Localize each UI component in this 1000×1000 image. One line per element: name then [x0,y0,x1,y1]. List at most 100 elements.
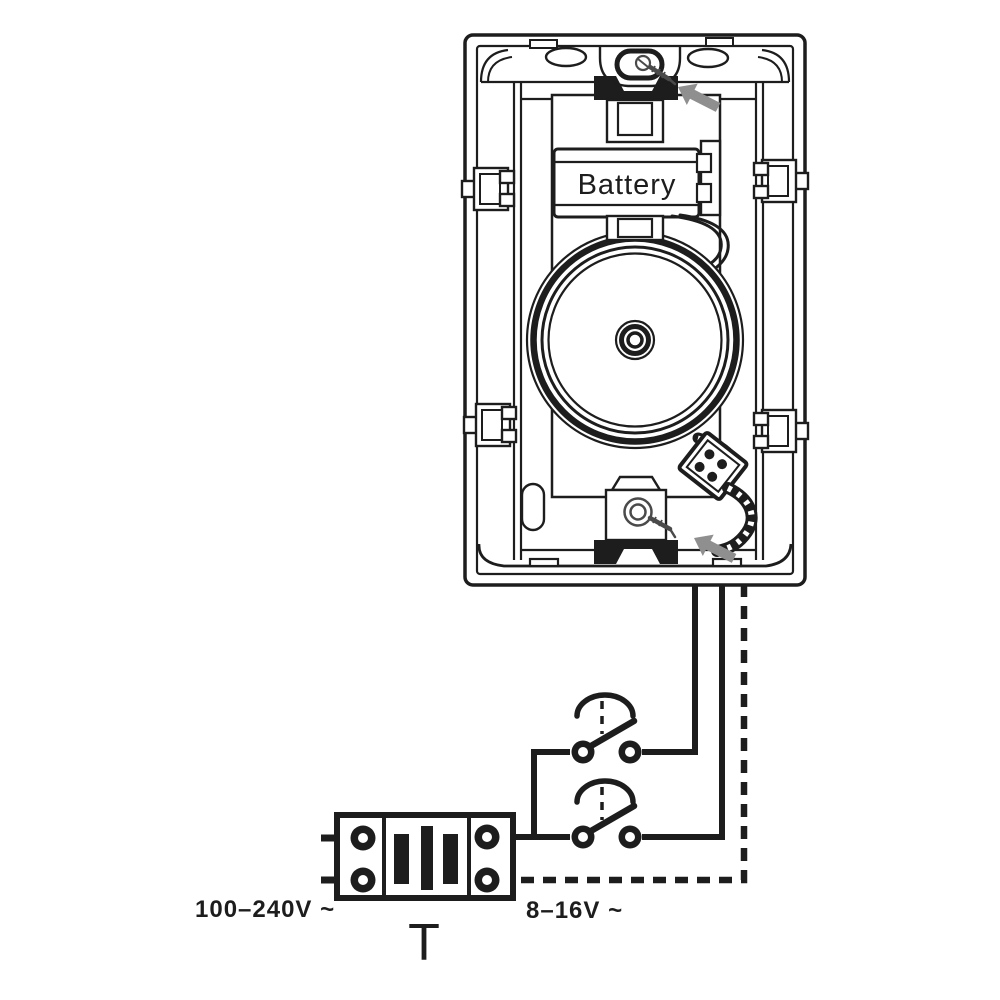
enclosure-outer-wall [463,33,807,587]
button-1-branch-wire [531,749,570,840]
terminal-dot-3 [694,461,705,472]
battery-terminal-lower [695,182,713,204]
keyhole-slot [614,48,665,81]
gong-top-mount-inner [616,217,654,239]
clip-inner [479,173,501,205]
bottom-foot-left [528,557,560,568]
bottom-screw-head-outer [623,497,653,527]
button-1-lever [580,717,638,754]
battery-terminal-upper [695,152,713,174]
primary-terminal-bottom-center [358,875,368,885]
enclosure [463,33,807,587]
core-bar-left [394,834,409,884]
gong-rim-outer [525,230,745,450]
circuit: 100–240V ~ T 8–16V ~ [195,584,748,972]
primary-terminal-top-center [358,833,368,843]
clip-right-top [752,158,810,204]
clip-inner [767,415,789,447]
clip-right-bottom [752,408,810,454]
hub-ring-center [626,331,644,349]
top-screw-slot [637,58,649,68]
terminal-dot-1 [704,449,715,460]
button-2-cap-arc [574,778,636,805]
mounting-slot-right [686,47,730,69]
top-edge-tab-right [705,37,734,47]
doorbell-unit: Battery [460,33,810,587]
terminal-dot-2 [717,459,728,470]
inner-corner-arc-top-right [761,48,791,83]
bottom-bracket-notch [616,549,660,564]
transformer [321,812,516,901]
gong-ring-inner [547,252,723,428]
clip-tooth [752,434,770,450]
clip-tooth [498,192,516,208]
clip-inner [767,165,789,197]
labels: 100–240V ~ T 8–16V ~ [195,896,622,972]
push-button-2 [571,778,642,849]
clip-inner [481,409,503,441]
bottom-screw-thread-2 [658,519,663,527]
battery-label: Battery [578,169,677,201]
gong-top-mount [605,214,665,242]
core-bar-right [443,834,458,884]
gong-hub [614,319,656,361]
button-1-contact-right-center [625,747,635,757]
keyhole-hood [598,47,682,88]
inner-corner-arc-top-left-2 [487,56,513,83]
terminal-dot-4 [707,471,718,482]
hub-ring-outer [614,319,656,361]
clip-tooth [752,161,770,177]
enclosure-inner-wall [475,44,795,576]
bottom-screw-thread-1 [652,516,657,524]
bell-wire-to-button-1 [642,584,698,755]
top-bracket-stem-inner [616,101,654,137]
clip-left-bottom [462,402,518,448]
top-mounting-screw [634,54,677,86]
retention-clips [460,158,810,454]
arrow-icon [678,83,721,112]
top-screw-tip [667,77,677,86]
top-screw-thread-3 [661,71,666,79]
top-screw-thread-1 [651,65,656,73]
push-button-1 [571,692,642,764]
inner-corner-arc-top-left [479,48,509,83]
primary-voltage-label: 100–240V ~ [195,896,335,923]
top-edge-tab-left [529,39,558,49]
bell-wire-to-button-2 [642,584,725,840]
top-screw-arrow-icon [678,83,721,112]
secondary-terminal-top-center [482,832,492,842]
clip-tooth [500,405,518,421]
clip-left-top [460,166,516,212]
secondary-terminal-bottom-center [482,875,492,885]
bottom-mounting-screw [623,497,677,539]
gong-bottom-mount [609,475,663,492]
button-2-lever [580,802,638,839]
clip-tooth [498,169,516,185]
core-bar-center [421,826,433,890]
button-2-contact-right-center [625,832,635,842]
keyhole-mount [598,47,682,88]
button-1-cap-arc [574,692,636,719]
mounting-slot-left [544,46,588,68]
clip-tooth [752,411,770,427]
gong-ring-mid [540,245,730,435]
battery-assembly: Battery [552,139,730,280]
terminal-block-assembly [677,431,758,557]
arrow-icon [694,534,737,563]
battery-holder-strip [699,139,722,217]
top-screw-thread-2 [656,68,661,76]
button-1-contact-left-center [578,747,588,757]
bottom-screw-arrow-icon [694,534,737,563]
button-2-contact-left-center [578,832,588,842]
transformer-symbol-label: T [408,914,440,972]
bottom-inner-rail [477,543,793,568]
bottom-screw-tip [668,527,677,539]
bottom-screw-head-inner [629,503,647,521]
terminal-block-inner [685,438,741,494]
flex-wire-main-hatching [716,485,755,554]
clip-tooth [500,428,518,444]
inner-corner-arc-top-right-2 [757,56,783,83]
clip-tooth [752,184,770,200]
